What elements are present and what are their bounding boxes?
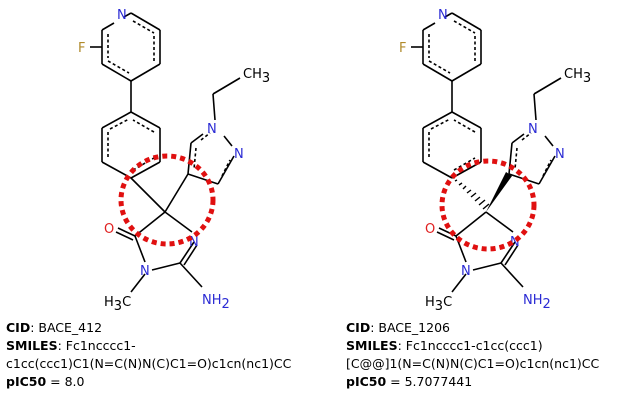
fluorine-label: F — [78, 41, 85, 56]
smiles-value-line1: Fc1ncccc1- — [65, 338, 136, 353]
carbonyl-oxygen-label: O — [104, 222, 114, 237]
imine-nitrogen-label: N — [189, 235, 199, 250]
n-methyl-label: H3C — [104, 295, 131, 314]
imine-nitrogen-label: N — [510, 235, 520, 250]
stereocenter-bonds-plain — [130, 173, 189, 213]
stereocenter-highlight-circle — [118, 153, 216, 247]
stereocenter-highlight-circle — [439, 158, 537, 252]
smiles-line: SMILES: Fc1ncccc1-c1cc(ccc1) — [346, 338, 543, 353]
smiles-label: SMILES — [346, 338, 398, 353]
cid-line: CID: BACE_412 — [6, 320, 103, 335]
amide-nitrogen-label: N — [461, 264, 471, 279]
pyrazole-n2-label: N — [555, 147, 565, 162]
smiles-label: SMILES — [6, 338, 58, 353]
cid-value: BACE_412 — [38, 320, 103, 335]
carbonyl-oxygen-label: O — [425, 222, 435, 237]
pic50-line: pIC50 = 5.7077441 — [346, 374, 473, 389]
molecule-right: N F N N CH3 O N N H3C NH2 — [399, 8, 591, 314]
stereocenter-wedge-bonds — [454, 179, 490, 210]
amine-nh2-label: NH2 — [523, 293, 551, 312]
molecule-right-caption: CID: BACE_1206 SMILES: Fc1ncccc1-c1cc(cc… — [346, 319, 599, 391]
smiles-value-line2: [C@@]1(N=C(N)N(C)C1=O)c1cn(nc1)CC — [346, 356, 600, 371]
amine-nh2-label: NH2 — [202, 293, 230, 312]
pyrazole-n2-label: N — [234, 147, 244, 162]
molecule-left: N F N N CH3 O N N H3C NH2 — [78, 8, 270, 314]
fluorine-label: F — [399, 41, 406, 56]
n-methyl-label: H3C — [425, 295, 452, 314]
pic50-label: pIC50 — [6, 374, 47, 389]
pyrazole-n1-label: N — [528, 122, 538, 137]
smiles-value-line2: c1cc(ccc1)C1(N=C(N)N(C)C1=O)c1cn(nc1)CC — [6, 356, 292, 371]
cid-line: CID: BACE_1206 — [346, 320, 450, 335]
pic50-line: pIC50 = 8.0 — [6, 374, 85, 389]
pic50-label: pIC50 — [346, 374, 387, 389]
cid-value: BACE_1206 — [378, 320, 450, 335]
ethyl-ch3-label: CH3 — [564, 67, 591, 86]
smiles-line: SMILES: Fc1ncccc1- — [6, 338, 136, 353]
cid-label: CID — [346, 320, 371, 335]
smiles-value-line1: Fc1ncccc1-c1cc(ccc1) — [405, 338, 543, 353]
pic50-value: 8.0 — [64, 374, 85, 389]
pyridine-nitrogen-label: N — [117, 8, 127, 23]
amide-nitrogen-label: N — [140, 264, 150, 279]
ethyl-ch3-label: CH3 — [243, 67, 270, 86]
cid-label: CID — [6, 320, 31, 335]
pyrazole-n1-label: N — [207, 122, 217, 137]
stereocenter-solid-wedge — [486, 172, 512, 212]
pic50-value: 5.7077441 — [404, 374, 473, 389]
pyridine-nitrogen-label: N — [438, 8, 448, 23]
molecule-left-caption: CID: BACE_412 SMILES: Fc1ncccc1- c1cc(cc… — [6, 319, 291, 391]
